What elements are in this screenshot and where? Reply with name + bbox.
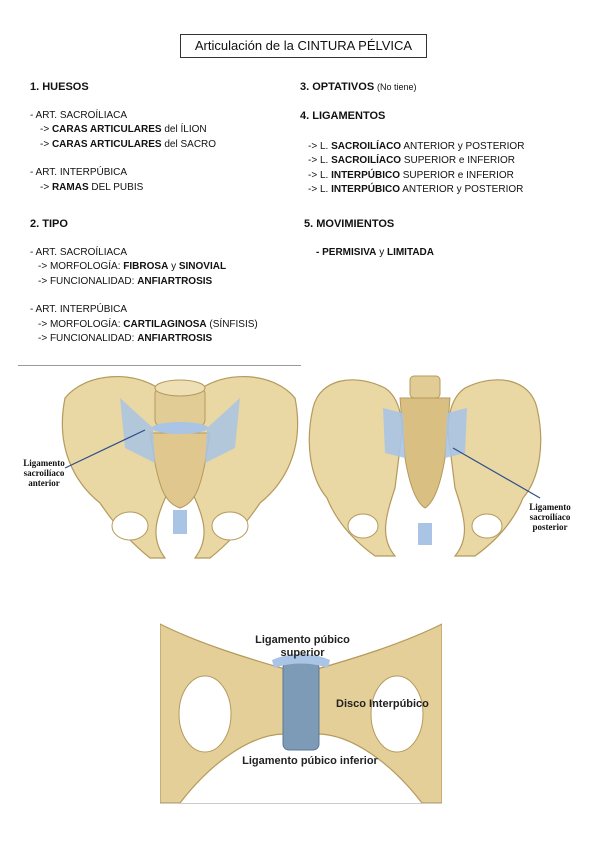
plain-text: -> L. bbox=[308, 184, 329, 195]
page-title: Articulación de la CINTURA PÉLVICA bbox=[180, 34, 427, 58]
callout-sacroiliaco-anterior: Ligamento sacroilíaco anterior bbox=[16, 458, 72, 488]
movimientos-heading: 5. MOVIMIENTOS bbox=[304, 218, 395, 230]
bold-text: SACROILÍACO bbox=[331, 140, 402, 152]
plain-text: del ÍLION bbox=[164, 124, 207, 135]
callout-text: sacroilíaco bbox=[529, 512, 571, 522]
plain-text: (SÍNFISIS) bbox=[209, 318, 258, 330]
bold-text: SINOVIAL bbox=[178, 261, 227, 272]
plain-text: DEL PUBIS bbox=[91, 181, 144, 193]
callout-text: Ligamento bbox=[23, 458, 65, 468]
page-title-text: Articulación de la CINTURA PÉLVICA bbox=[194, 38, 413, 53]
arrow-text: -> bbox=[40, 138, 50, 150]
tipo-art1: - ART. SACROÍLIACA bbox=[30, 246, 128, 258]
pelvis-anterior-illustration bbox=[61, 376, 299, 559]
ligamento-item: -> L. INTERPÚBICO SUPERIOR e INFERIOR bbox=[300, 169, 590, 184]
tipo-art2-funcionalidad: -> FUNCIONALIDAD: ANFIARTROSIS bbox=[30, 332, 300, 347]
label-disco-interpubico: Disco Interpúbico bbox=[336, 698, 429, 710]
bold-text: ANFIARTROSIS bbox=[137, 275, 213, 287]
section-movimientos: 5. MOVIMIENTOS - PERMISIVA y LIMITADA bbox=[304, 217, 584, 260]
callout-line bbox=[452, 447, 541, 499]
optativos-note: (No tiene) bbox=[376, 82, 417, 92]
optativos-heading-line: 3. OPTATIVOS (No tiene) bbox=[300, 80, 580, 96]
pubic-disc-shape bbox=[173, 510, 187, 534]
bold-text: INTERPÚBICO bbox=[331, 184, 400, 195]
plain-text: -> L. bbox=[308, 155, 329, 166]
tipo-heading: 2. TIPO bbox=[30, 218, 68, 230]
plain-text: ANTERIOR y POSTERIOR bbox=[403, 140, 525, 152]
ligament-shape bbox=[383, 408, 405, 458]
movimientos-line: - PERMISIVA y LIMITADA bbox=[304, 246, 584, 261]
callout-text: Ligamento bbox=[529, 502, 571, 512]
bone-shape bbox=[61, 376, 299, 559]
pelvis-posterior-illustration bbox=[308, 375, 542, 557]
pubic-symphysis-illustration: Ligamento púbico superior Disco Interpúb… bbox=[160, 564, 442, 804]
bold-text: CARAS ARTICULARES bbox=[51, 124, 162, 135]
optativos-heading: 3. OPTATIVOS bbox=[300, 81, 375, 93]
plain-text: -> L. bbox=[308, 169, 329, 181]
section-tipo: 2. TIPO - ART. SACROÍLIACA -> MORFOLOGÍA… bbox=[30, 217, 300, 347]
plain-text: del SACRO bbox=[164, 138, 217, 150]
ligamento-item: -> L. INTERPÚBICO ANTERIOR y POSTERIOR bbox=[300, 183, 590, 198]
bold-text: RAMAS bbox=[51, 181, 89, 193]
plain-text: - bbox=[316, 246, 320, 258]
plain-text: SUPERIOR e INFERIOR bbox=[402, 169, 514, 181]
callout-text: sacroilíaco bbox=[23, 468, 65, 478]
divider-line bbox=[18, 365, 301, 366]
interpubic-disc-shape bbox=[282, 661, 320, 751]
ligamento-item: -> L. SACROILÍACO ANTERIOR y POSTERIOR bbox=[300, 140, 590, 155]
plain-text: ANTERIOR y POSTERIOR bbox=[402, 184, 524, 195]
bold-text: INTERPÚBICO bbox=[331, 169, 400, 181]
plain-text: y bbox=[171, 261, 177, 272]
plain-text: -> FUNCIONALIDAD: bbox=[38, 333, 135, 344]
bold-text: FIBROSA bbox=[123, 261, 169, 272]
arrow-text: -> bbox=[40, 181, 50, 193]
label-ligamento-pubico-inferior: Ligamento púbico inferior bbox=[242, 755, 378, 767]
ligament-shape bbox=[272, 654, 330, 668]
huesos-art2: - ART. INTERPÚBICA bbox=[30, 167, 128, 178]
callout-line bbox=[64, 429, 146, 469]
huesos-art1-line1: -> CARAS ARTICULARES del ÍLION bbox=[30, 123, 290, 138]
bold-text: ANFIARTROSIS bbox=[137, 333, 213, 344]
tipo-art1-funcionalidad: -> FUNCIONALIDAD: ANFIARTROSIS bbox=[30, 275, 300, 290]
plain-text: -> L. bbox=[308, 140, 329, 152]
ligamento-item: -> L. SACROILÍACO SUPERIOR e INFERIOR bbox=[300, 154, 590, 169]
ligament-shape bbox=[205, 398, 240, 463]
plain-text: SUPERIOR e INFERIOR bbox=[403, 155, 515, 166]
arrow-text: -> bbox=[40, 124, 50, 135]
ligament-shape bbox=[120, 398, 155, 463]
callout-text: posterior bbox=[532, 522, 568, 532]
huesos-art1: - ART. SACROÍLIACA bbox=[30, 109, 128, 121]
bold-text: CARTILAGINOSA bbox=[123, 318, 207, 330]
ligament-shape bbox=[152, 422, 208, 434]
obturator-foramen-shape bbox=[370, 675, 424, 753]
plain-text: -> FUNCIONALIDAD: bbox=[38, 275, 135, 287]
bold-text: PERMISIVA bbox=[322, 246, 377, 258]
tipo-art1-morfologia: -> MORFOLOGÍA: FIBROSA y SINOVIAL bbox=[30, 260, 300, 275]
bold-text: LIMITADA bbox=[386, 246, 434, 258]
plain-text: -> MORFOLOGÍA: bbox=[38, 318, 121, 330]
tipo-art2-morfologia: -> MORFOLOGÍA: CARTILAGINOSA (SÍNFISIS) bbox=[30, 318, 300, 333]
section-optativos: 3. OPTATIVOS (No tiene) bbox=[300, 80, 580, 96]
callout-sacroiliaco-posterior: Ligamento sacroilíaco posterior bbox=[520, 502, 580, 532]
plain-text: -> MORFOLOGÍA: bbox=[38, 261, 121, 272]
bone-shape bbox=[308, 375, 542, 557]
section-huesos: 1. HUESOS - ART. SACROÍLIACA -> CARAS AR… bbox=[30, 80, 290, 195]
huesos-art2-line1: -> RAMAS DEL PUBIS bbox=[30, 181, 290, 196]
section-ligamentos: 4. LIGAMENTOS -> L. SACROILÍACO ANTERIOR… bbox=[300, 109, 590, 198]
bold-text: CARAS ARTICULARES bbox=[51, 138, 162, 150]
ligamentos-heading: 4. LIGAMENTOS bbox=[300, 110, 386, 122]
tipo-art2: - ART. INTERPÚBICA bbox=[30, 304, 128, 315]
pubic-disc-shape bbox=[418, 523, 432, 545]
obturator-foramen-shape bbox=[178, 675, 232, 753]
label-text: Ligamento púbico bbox=[255, 634, 350, 646]
huesos-heading: 1. HUESOS bbox=[30, 81, 89, 93]
plain-text: y bbox=[379, 246, 385, 258]
label-text: superior bbox=[280, 647, 325, 659]
callout-text: anterior bbox=[28, 478, 60, 488]
huesos-art1-line2: -> CARAS ARTICULARES del SACRO bbox=[30, 138, 290, 153]
bold-text: SACROILÍACO bbox=[331, 155, 402, 166]
ligament-shape bbox=[445, 408, 467, 458]
pubic-symphysis-svg bbox=[160, 564, 442, 803]
label-ligamento-pubico-superior: Ligamento púbico superior bbox=[240, 634, 365, 660]
